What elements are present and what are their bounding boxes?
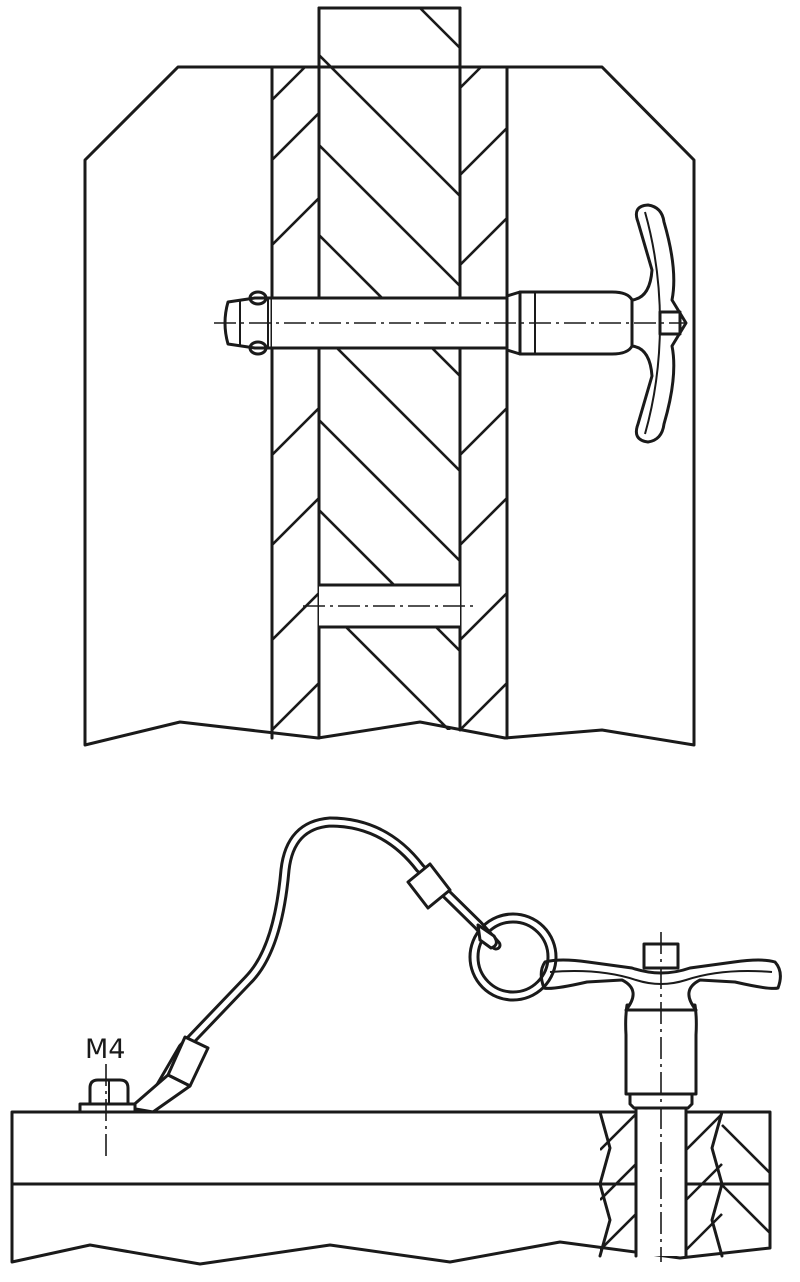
upper-view	[83, 6, 696, 747]
thread-label-m4: M4	[85, 1034, 125, 1065]
m4-screw	[78, 1078, 137, 1114]
left-plate-hatching	[272, 66, 319, 731]
middle-plate-hatching	[319, 8, 460, 730]
right-plate-hatching	[460, 66, 507, 731]
lanyard-cable	[142, 816, 502, 1114]
t-handle-upper	[630, 203, 688, 444]
base-plates	[10, 1110, 772, 1266]
lanyard-ring	[468, 912, 558, 1002]
bore-section-hatching	[598, 1110, 770, 1258]
cable-end-lug	[128, 1073, 192, 1114]
outer-frame	[83, 65, 696, 747]
lower-bore	[303, 583, 478, 629]
cable-ferrule-upper	[406, 862, 498, 950]
lower-view: M4	[10, 816, 782, 1266]
